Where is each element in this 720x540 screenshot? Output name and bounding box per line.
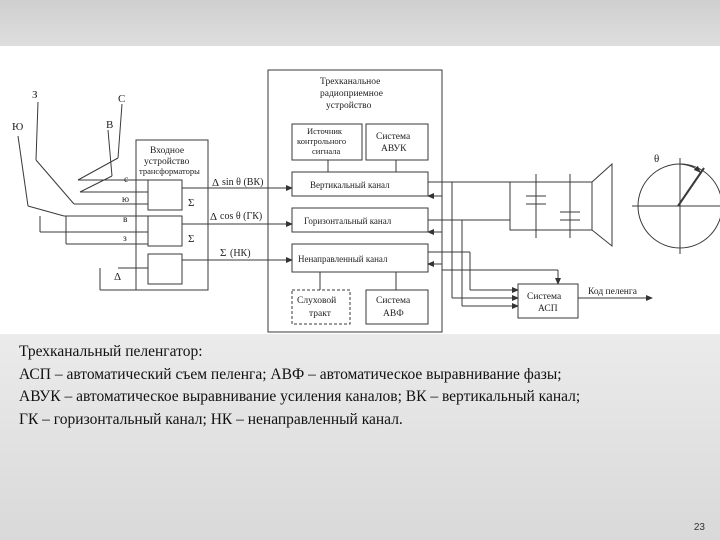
input-label-v: в [123,215,128,225]
page-number: 23 [693,522,705,533]
avf-label-2: АВФ [383,309,404,319]
signal-sin-vk: sin θ (ВК) [222,177,263,188]
crt-icon [509,162,613,248]
antenna-east-label: С [118,93,125,105]
input-device-subtitle: трансформаторы [139,166,200,176]
transformer-3 [147,253,183,285]
antenna-south-label: Ю [12,121,23,133]
delta-symbol-1: Δ [212,177,219,189]
audio-path-label-2: тракт [309,309,332,319]
bearing-indicator-icon [632,158,720,254]
input-device-title-2: устройство [144,156,190,167]
diagram-panel [0,46,720,334]
audio-path-box [291,289,351,325]
vertical-channel-label: Вертикальный канал [310,180,390,190]
caption-line-2: АСП – автоматический съем пеленга; АВФ –… [19,365,562,383]
input-label-z: з [123,234,127,244]
source-label-3: сигнала [312,146,340,156]
bearing-code-label: Код пеленга [588,287,638,297]
control-signal-source-box [291,123,363,161]
avf-system-box [365,289,429,325]
delta-symbol-2: Δ [210,211,217,223]
horizontal-channel-label: Горизонтальный канал [304,216,392,226]
caption: Трехканальный пеленгатор: АСП – автомати… [19,341,709,431]
theta-label: θ [654,153,659,165]
slide-top-band [0,0,720,46]
input-label-s: с [124,175,128,185]
input-label-yu: ю [122,195,129,205]
antenna-icon [17,101,148,245]
ground-delta-label: Δ [114,271,121,283]
vertical-channel-box [291,171,429,197]
avuk-label-1: Система [376,132,411,142]
signal-nk: (НК) [230,248,251,259]
receiver-title-2: радиоприемное [320,89,383,99]
undirected-channel-label: Ненаправленный канал [298,254,388,264]
source-label-1: Источник [307,126,343,136]
signal-cos-gk: cos θ (ГК) [220,211,262,222]
asp-label-1: Система [527,292,562,302]
audio-path-label-1: Слуховой [297,295,336,306]
receiver-box [267,69,443,333]
receiver-title-3: устройство [326,100,372,111]
avf-label-1: Система [376,296,411,306]
caption-title: Трехканальный пеленгатор: [19,343,203,360]
input-device-title-1: Входное [150,146,184,156]
sum-label-2: Σ [188,233,194,245]
transformer-1 [147,179,183,211]
sigma-symbol: Σ [220,247,226,259]
antenna-west-label: З [32,89,38,101]
source-label-2: контрольного [297,136,346,146]
antenna-north-label: В [106,119,113,131]
receiver-title-1: Трехканальное [320,77,380,87]
asp-label-2: АСП [538,304,558,314]
sum-label-1: Σ [188,197,194,209]
undirected-channel-box [291,243,429,273]
avuk-label-2: АВУК [381,144,407,154]
avuk-system-box [365,123,429,161]
asp-system-box [517,283,579,319]
caption-line-3: АВУК – автоматическое выравнивание усиле… [19,388,581,405]
input-device-box [135,139,209,291]
caption-line-4: ГК – горизонтальный канал; НК – ненаправ… [19,410,403,428]
transformer-2 [147,215,183,247]
